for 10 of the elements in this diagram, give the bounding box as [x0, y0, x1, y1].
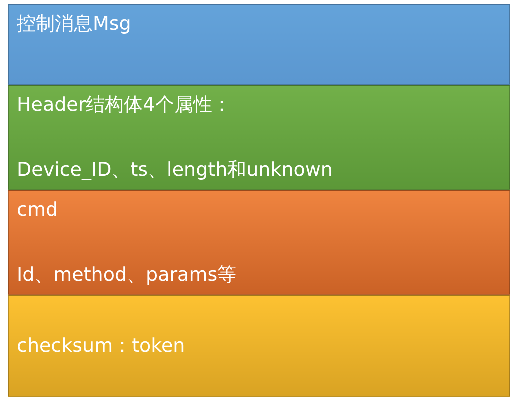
layer-band: [8, 85, 510, 190]
body-text: checksum：token: [17, 334, 186, 359]
title-text: 控制消息Msg: [17, 12, 132, 37]
layer-band: [8, 4, 510, 85]
heading-text: cmd: [17, 198, 60, 223]
body-text: Device_ID、ts、length和unknown: [17, 158, 334, 183]
layer-band: [8, 295, 510, 397]
body-text: Id、method、params等: [17, 263, 238, 288]
heading-text: Header结构体4个属性：: [17, 93, 232, 118]
layer-band: [8, 190, 510, 295]
